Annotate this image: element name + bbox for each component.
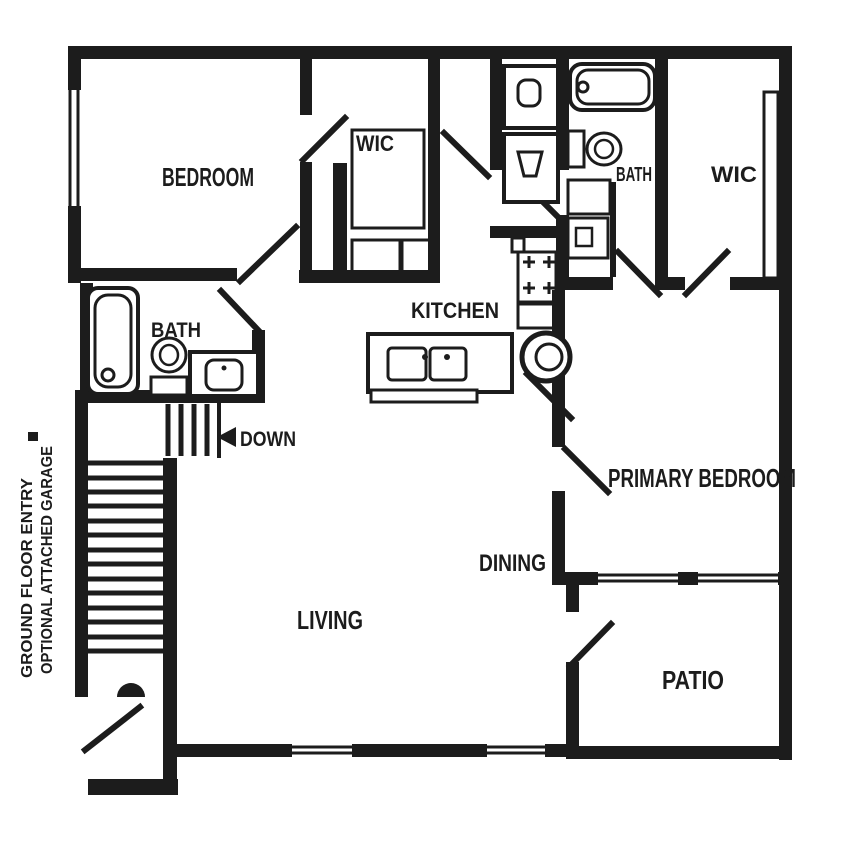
- stairs-direction-label: DOWN: [240, 428, 296, 451]
- room-label-dining: DINING: [479, 550, 546, 577]
- door-utility-closet: [522, 369, 576, 423]
- door-primary-bath: [613, 247, 664, 299]
- wall-stair-bottom: [88, 779, 178, 795]
- door-hall-bath: [216, 286, 263, 335]
- room-label-bedroom: BEDROOM: [162, 162, 254, 192]
- wall-bedroom-bottom: [68, 268, 237, 281]
- stove-icon: [510, 236, 558, 330]
- side-note-line2: OPTIONAL ATTACHED GARAGE: [39, 446, 56, 674]
- wall-living-bottom-b: [352, 744, 487, 757]
- wall-patio-left-b: [566, 662, 579, 746]
- wall-bath-nook: [610, 182, 616, 277]
- wall-patio-top-c: [778, 572, 792, 585]
- closet-shelf-primary-wic: [762, 90, 780, 280]
- closet-shelves-wic: [350, 128, 438, 282]
- room-label-primary-bedroom: PRIMARY BEDROOM: [608, 463, 796, 493]
- laundry-shelf: [490, 226, 564, 238]
- water-heater-icon: [519, 330, 573, 384]
- vanity-hall-icon: [188, 350, 260, 398]
- wall-right: [779, 46, 792, 760]
- door-entry: [80, 702, 145, 755]
- bathtub-primary-icon: [568, 62, 657, 112]
- side-note-line1: GROUND FLOOR ENTRY: [19, 478, 36, 678]
- bathtub-hall-icon: [86, 286, 140, 396]
- windows: [68, 90, 778, 755]
- door-bedroom: [235, 222, 301, 286]
- note-marker-icon: [28, 432, 38, 441]
- wall-laundry-left: [490, 58, 502, 170]
- wall-pb-bottom-c: [730, 277, 792, 290]
- wall-patio-left-a: [566, 585, 579, 612]
- toilet-hall-icon: [149, 336, 189, 397]
- wall-wic-stub: [333, 163, 347, 270]
- wall-bath-wic-divider: [655, 58, 668, 290]
- toilet-primary-icon: [566, 129, 623, 169]
- wall-patio-top-b: [678, 572, 698, 585]
- door-patio: [565, 619, 616, 671]
- wall-primary-left-b: [552, 491, 565, 585]
- wall-pb-bottom-a: [566, 277, 613, 290]
- wall-stair-right: [163, 458, 177, 795]
- washer-icon: [502, 64, 560, 130]
- wall-left-b: [68, 206, 81, 283]
- wall-bedroom-wic-b: [300, 162, 312, 283]
- room-label-primary-bath: BATH: [616, 164, 652, 186]
- room-label-patio: PATIO: [662, 665, 724, 695]
- room-label-primary-wic: WIC: [711, 162, 757, 187]
- walls: [68, 46, 792, 795]
- door-primary-bedroom: [560, 444, 613, 497]
- wall-top: [68, 46, 792, 59]
- door-primary-wic: [681, 247, 732, 299]
- room-label-living: LIVING: [297, 605, 363, 635]
- wall-stair-left: [75, 390, 88, 697]
- entry-door-swing-icon: [117, 683, 145, 697]
- wall-living-bottom-a: [177, 744, 292, 757]
- room-label-wic: WIC: [356, 131, 394, 156]
- door-wic: [298, 113, 350, 165]
- down-arrow-icon: [217, 427, 236, 447]
- wall-left-a: [68, 46, 81, 90]
- room-label-bath: BATH: [151, 319, 201, 342]
- room-label-kitchen: KITCHEN: [411, 298, 499, 323]
- dryer-icon: [502, 132, 560, 204]
- wall-bedroom-wic-a: [300, 58, 312, 115]
- vanity-primary-icon: [566, 178, 612, 260]
- wall-patio-bottom: [566, 746, 792, 759]
- door-hall: [439, 128, 493, 181]
- stairs: [88, 403, 221, 654]
- wall-wic-right: [428, 58, 440, 283]
- kitchen-sink-icon: [386, 346, 468, 382]
